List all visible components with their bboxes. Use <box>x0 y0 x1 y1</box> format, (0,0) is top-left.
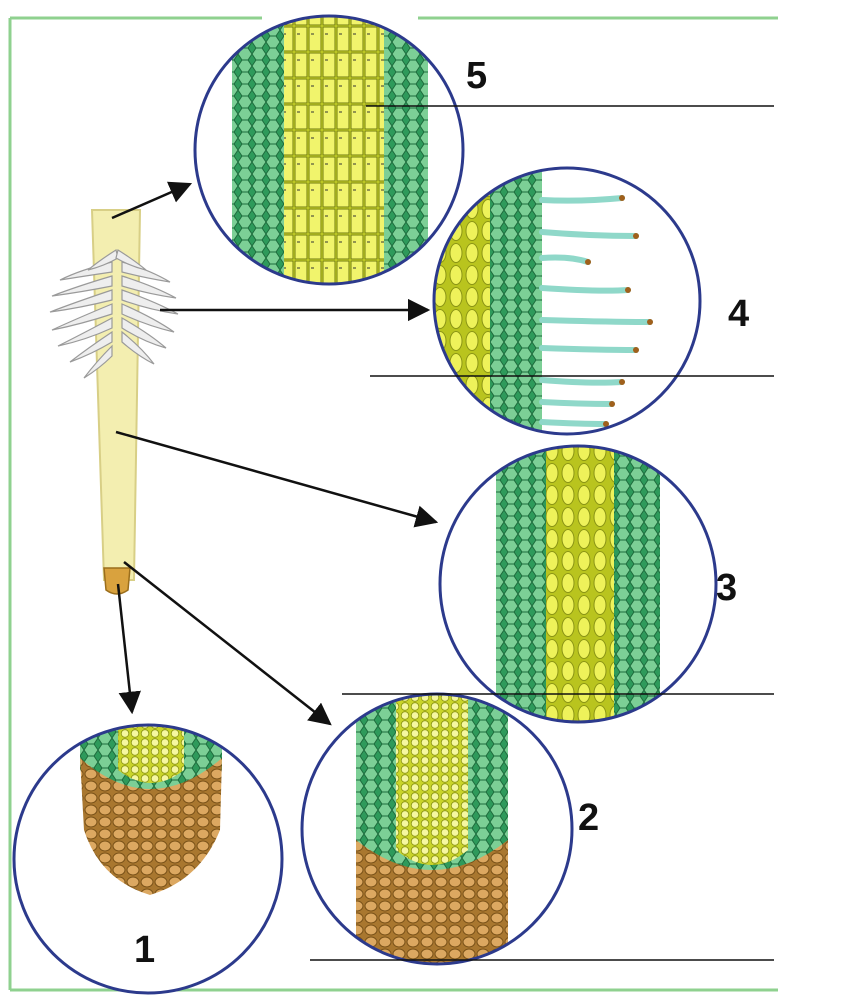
zone-label-2: 2 <box>578 797 599 839</box>
zone-4-magnifier <box>432 166 702 436</box>
answer-lines <box>310 105 774 961</box>
arrow-to-zone-1 <box>116 583 141 715</box>
zone-5-circle <box>193 14 465 286</box>
zone-1-circle <box>12 723 284 995</box>
zone-4-circle <box>432 166 702 436</box>
zone-1-magnifier <box>12 723 284 995</box>
pointer-arrows <box>111 181 439 726</box>
zone-label-5: 5 <box>466 55 487 97</box>
zone-3-magnifier <box>438 444 718 724</box>
root-hairs <box>539 195 653 427</box>
zone-5-magnifier <box>193 14 465 286</box>
zone-2-magnifier <box>300 692 574 966</box>
root-illustration <box>49 209 179 595</box>
zone-label-3: 3 <box>716 567 737 609</box>
zone-3-circle <box>438 444 718 724</box>
root-hair-fringe <box>49 249 179 379</box>
zone-label-4: 4 <box>728 293 749 335</box>
zone-label-1: 1 <box>134 929 155 971</box>
root-tip <box>103 567 131 595</box>
arrow-to-zone-2 <box>123 561 332 726</box>
arrow-to-zone-5 <box>111 181 193 220</box>
arrow-to-zone-3 <box>115 430 439 528</box>
